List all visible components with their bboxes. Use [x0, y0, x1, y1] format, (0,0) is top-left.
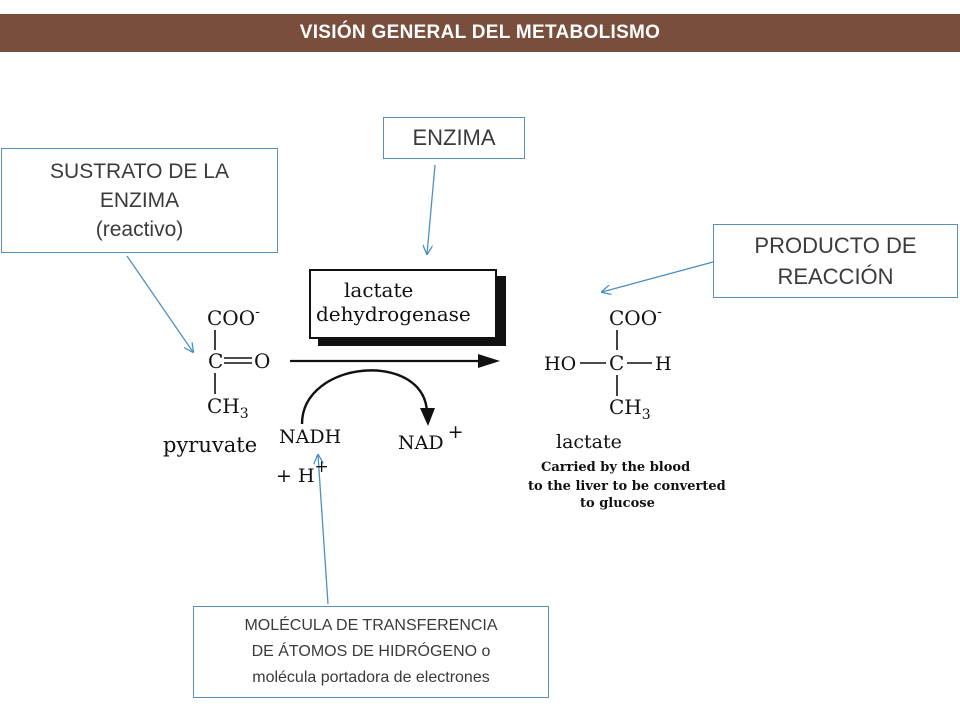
enzyme-box — [309, 269, 497, 339]
enzyme-label-line-2: dehydrogenase — [316, 302, 471, 326]
lactate-carbon: C — [609, 351, 624, 375]
lactate-ch3: CH3 — [609, 395, 651, 423]
carrier-pointer-arrow — [318, 455, 329, 605]
substrate-callout-line-2: ENZIMA — [99, 189, 180, 212]
pyruvate-oxygen: O — [254, 349, 270, 373]
lactate-coo: COO- — [609, 304, 662, 330]
lactate-ho: HO — [544, 353, 576, 375]
product-callout: PRODUCTO DE REACCIÓN — [713, 224, 958, 298]
product-callout-line-1: PRODUCTO DE — [754, 233, 917, 258]
product-pointer-arrow — [602, 261, 714, 292]
lactate-note-line-1: Carried by the blood — [541, 460, 690, 475]
carrier-callout-line-2: DE ÁTOMOS DE HIDRÓGENO o — [251, 643, 491, 660]
lactate-note-line-3: to glucose — [580, 496, 655, 511]
substrate-callout-line-3: (reactivo) — [95, 218, 184, 241]
product-callout-line-2: REACCIÓN — [777, 264, 894, 289]
nadh-label: NADH — [279, 426, 341, 448]
carrier-callout: MOLÉCULA DE TRANSFERENCIA DE ÁTOMOS DE H… — [193, 606, 549, 698]
enzyme-pointer-arrow — [427, 164, 436, 254]
lactate-hydrogen: H — [655, 353, 672, 375]
pyruvate-ch3: CH3 — [207, 394, 249, 422]
pyruvate-carbon: C — [208, 349, 223, 373]
pyruvate-label: pyruvate — [163, 433, 257, 457]
cofactor-arrow-head — [420, 408, 435, 426]
page-title-bar: VISIÓN GENERAL DEL METABOLISMO — [0, 14, 960, 52]
substrate-callout-line-1: SUSTRATO DE LA — [50, 160, 229, 183]
enzyme-callout-text: ENZIMA — [412, 125, 496, 150]
page-title: VISIÓN GENERAL DEL METABOLISMO — [299, 22, 661, 43]
nad-label: NAD+ — [398, 421, 464, 454]
substrate-callout: SUSTRATO DE LA ENZIMA (reactivo) — [1, 148, 278, 253]
carrier-callout-line-1: MOLÉCULA DE TRANSFERENCIA — [244, 617, 498, 634]
pyruvate-coo: COO- — [207, 304, 260, 330]
enzyme-callout: ENZIMA — [383, 117, 525, 159]
proton-label: + H+ — [276, 457, 329, 487]
cofactor-curved-arrow — [300, 369, 429, 425]
substrate-pointer-arrow — [126, 255, 193, 352]
enzyme-label-line-1: lactate — [344, 278, 413, 302]
lactate-note-line-2: to the liver to be converted — [528, 479, 726, 494]
carrier-callout-line-3: molécula portadora de electrones — [252, 669, 490, 686]
reaction-arrow-head — [478, 354, 500, 368]
lactate-label: lactate — [556, 431, 622, 453]
